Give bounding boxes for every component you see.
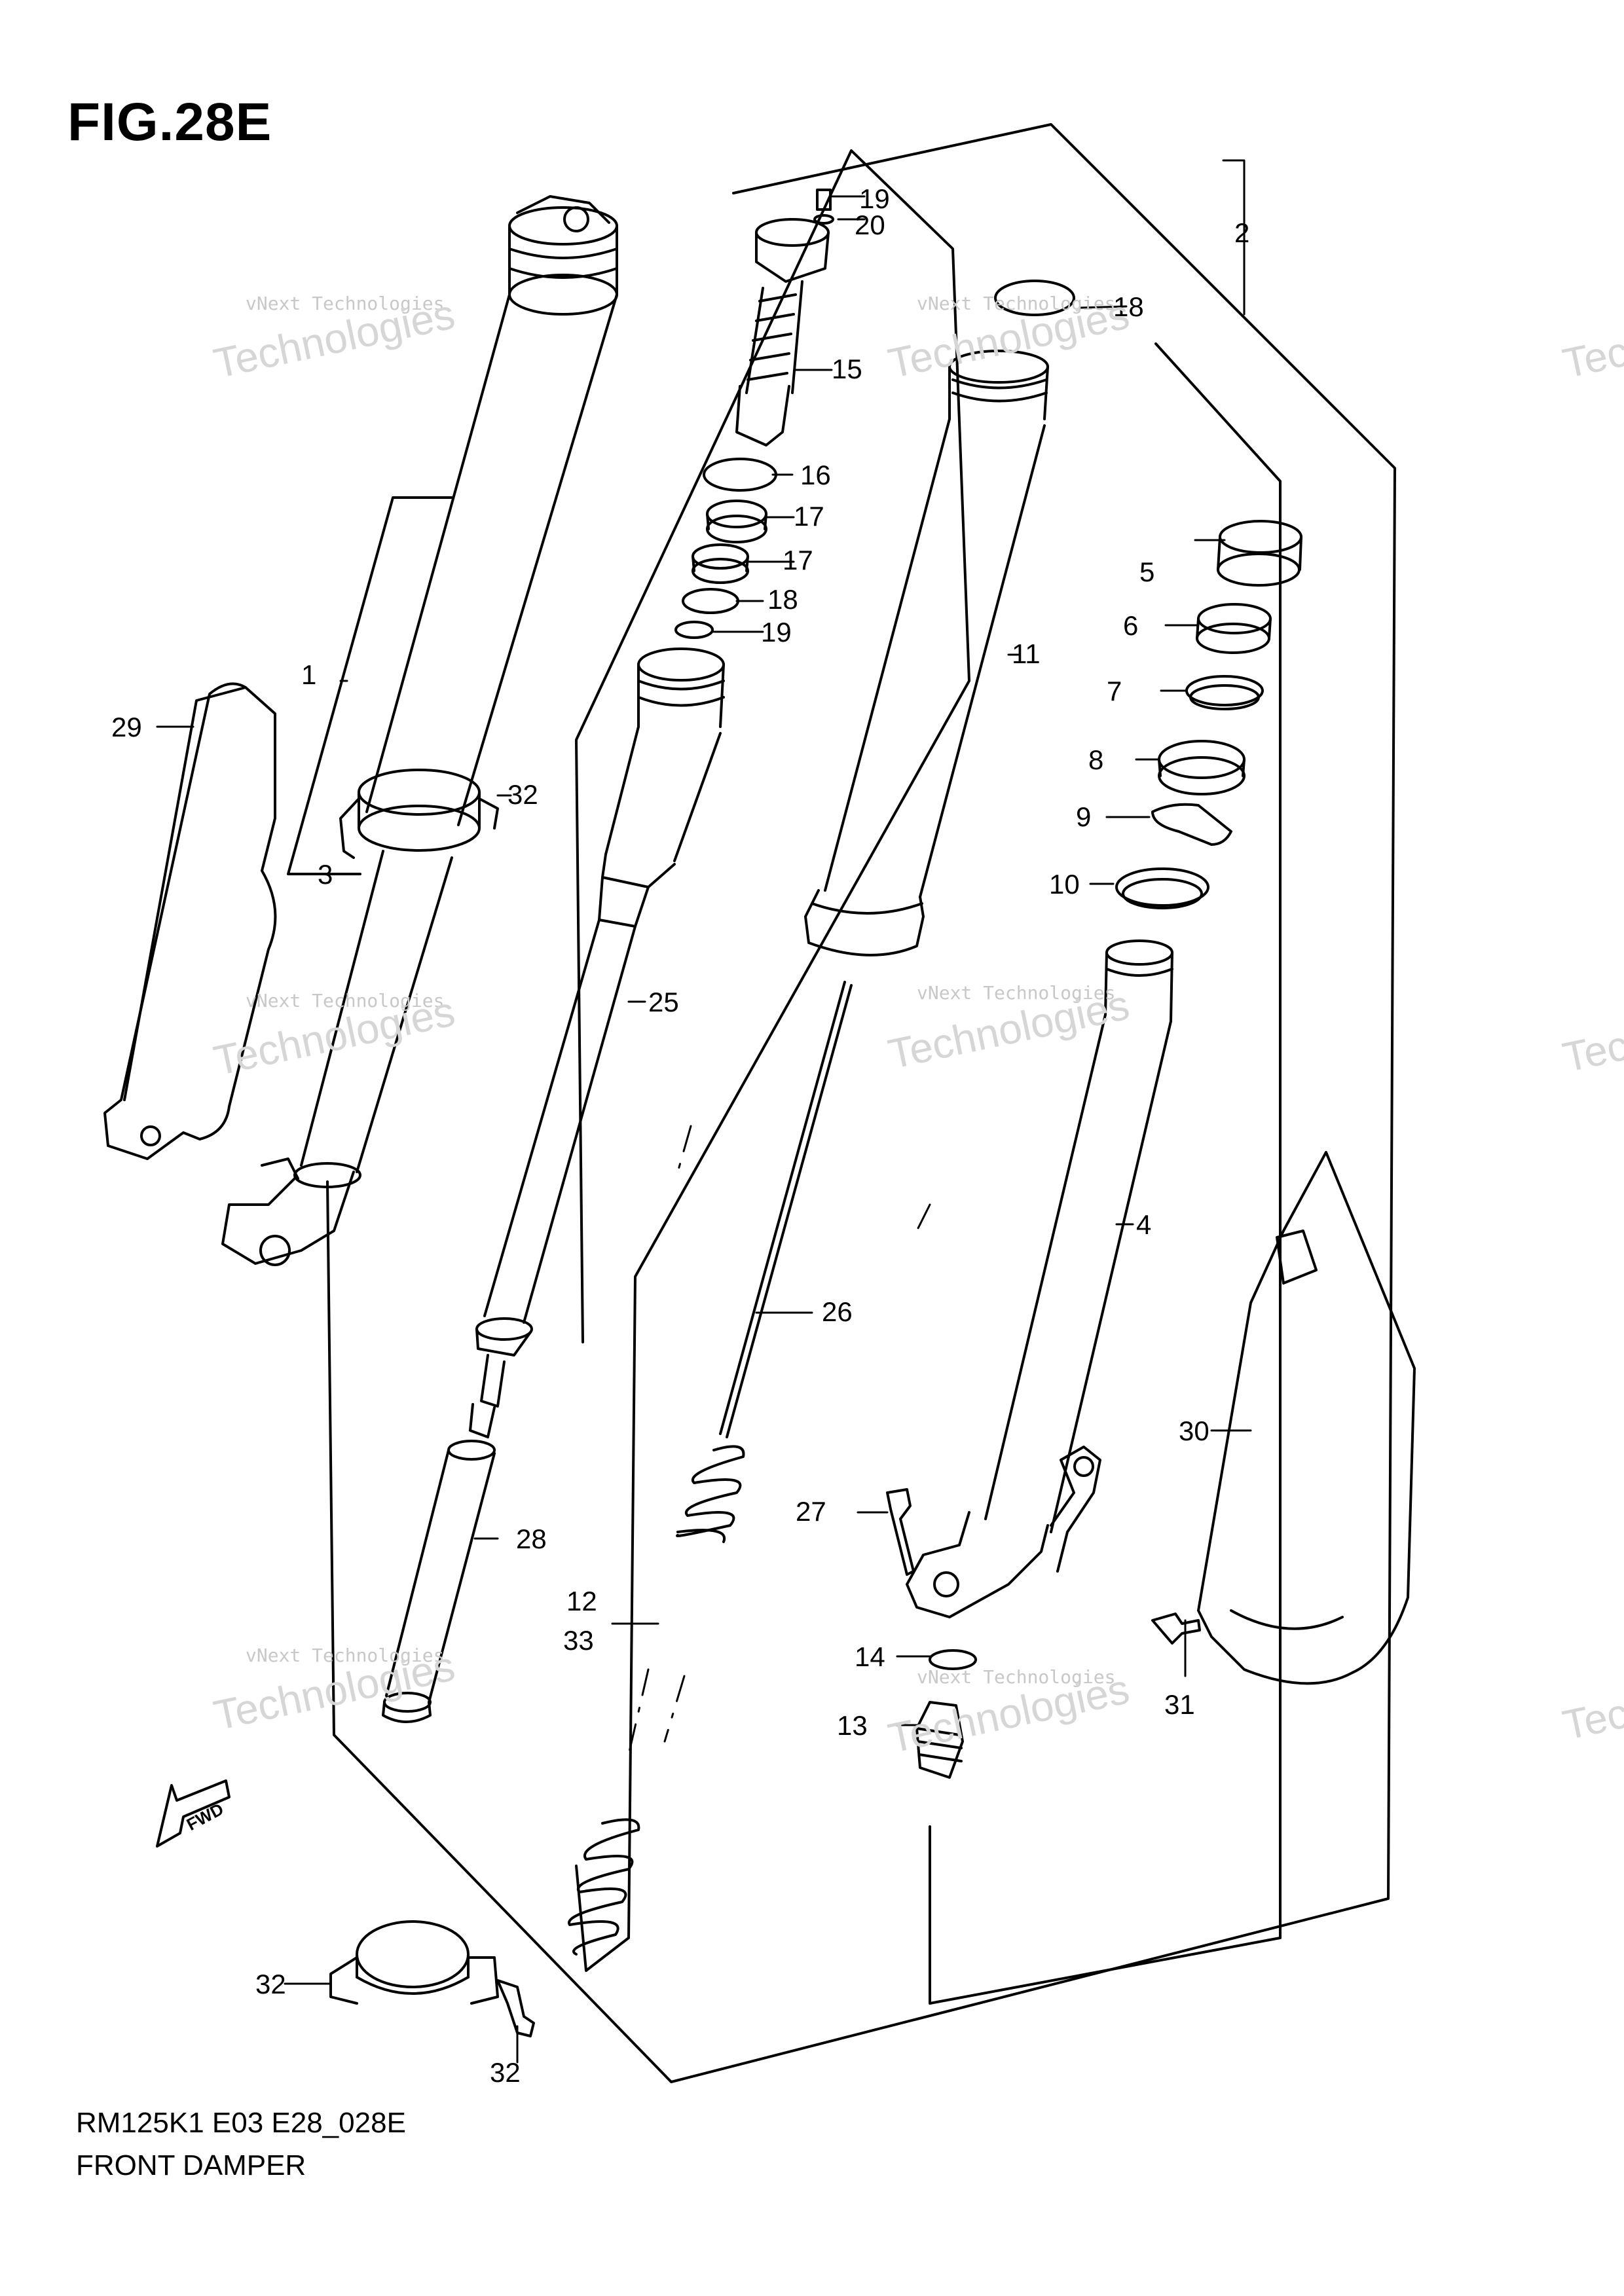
callout-10: 10 xyxy=(1049,869,1080,900)
callout-23: 25 xyxy=(648,987,679,1017)
callout-20: 18 xyxy=(1113,291,1144,322)
callout-11: 11 xyxy=(1012,638,1041,669)
inner-tube-4 xyxy=(906,939,1173,1618)
left-fork-assembly xyxy=(221,195,618,1266)
leader-lines xyxy=(156,159,1252,2064)
part-20-o-ring xyxy=(994,280,1075,316)
callout-29: 31 xyxy=(1164,1689,1195,1720)
part-27-fork-guard xyxy=(103,682,277,1160)
callout-8: 8 xyxy=(1088,744,1103,775)
callout-4: 4 xyxy=(1136,1209,1151,1240)
callout-26: 28 xyxy=(516,1523,547,1554)
part-13-plug xyxy=(915,1701,964,1779)
part-29-bolt xyxy=(1151,1613,1201,1645)
outer-tube-11 xyxy=(804,350,1049,957)
callout-31: 32 xyxy=(255,1969,286,1999)
callout-32: 32 xyxy=(490,2057,521,2088)
callout-17a: 17 xyxy=(794,501,824,532)
callout-12: 12 xyxy=(566,1586,597,1616)
callout-5: 5 xyxy=(1139,556,1154,587)
assembly-frame-outer xyxy=(326,123,1396,2083)
fwd-label: FWD xyxy=(183,1799,227,1834)
callout-28: 30 xyxy=(1179,1415,1209,1446)
callout-22: 20 xyxy=(855,210,885,240)
part-32-bolt xyxy=(496,1979,535,2037)
leader-frame-part1 xyxy=(287,496,453,875)
callout-2: 2 xyxy=(1234,217,1249,248)
callout-15: 15 xyxy=(832,354,862,384)
alignment-lines xyxy=(627,1125,931,1756)
callout-6: 6 xyxy=(1123,610,1138,641)
watermark-text: vNext Technologies xyxy=(917,293,1116,314)
callout-9: 9 xyxy=(1076,801,1091,832)
callout-17b: 17 xyxy=(783,545,813,575)
callout-1: 1 xyxy=(301,659,316,690)
callout-30: 32 xyxy=(507,779,538,810)
part-25-bolt xyxy=(886,1488,915,1576)
callout-25: 27 xyxy=(796,1496,826,1527)
seal-stack-5-10 xyxy=(1115,520,1302,909)
callout-19: 19 xyxy=(761,617,792,647)
callout-27: 29 xyxy=(111,712,142,742)
watermark-text: vNext Technologies xyxy=(246,1645,445,1666)
callout-labels: 2 18 19 20 15 16 17 17 18 19 11 1 29 32 … xyxy=(111,183,1249,2088)
callout-16: 16 xyxy=(800,460,831,490)
assembly-frame-inner xyxy=(575,149,970,1972)
watermark-text: vNext Technologies xyxy=(917,1666,1116,1688)
callout-21: 19 xyxy=(859,183,890,214)
drawing-name: FRONT DAMPER xyxy=(76,2149,306,2181)
assembly-frame-right xyxy=(929,342,1282,2005)
watermark-text: vNext Technologies xyxy=(917,982,1116,1004)
callout-7: 7 xyxy=(1107,676,1122,706)
part-28-fork-guard xyxy=(1197,1151,1416,1685)
callout-14: 14 xyxy=(855,1641,885,1672)
damper-cartridge xyxy=(382,189,853,1956)
drawing-code: RM125K1 E03 E28_028E xyxy=(76,2107,406,2139)
callout-18: 18 xyxy=(767,584,798,615)
fwd-arrow xyxy=(156,1779,231,1848)
callout-24: 26 xyxy=(822,1296,853,1327)
callout-33: 33 xyxy=(563,1625,594,1656)
part-14-washer xyxy=(929,1649,977,1670)
callout-3: 3 xyxy=(318,859,333,890)
watermark-text: vNext Technologies xyxy=(246,293,445,314)
figure-title: FIG.28E xyxy=(67,92,272,152)
watermark-text: vNext Technologies xyxy=(246,990,445,1011)
callout-13: 13 xyxy=(837,1710,868,1741)
part-31-clamp xyxy=(329,1920,499,2005)
